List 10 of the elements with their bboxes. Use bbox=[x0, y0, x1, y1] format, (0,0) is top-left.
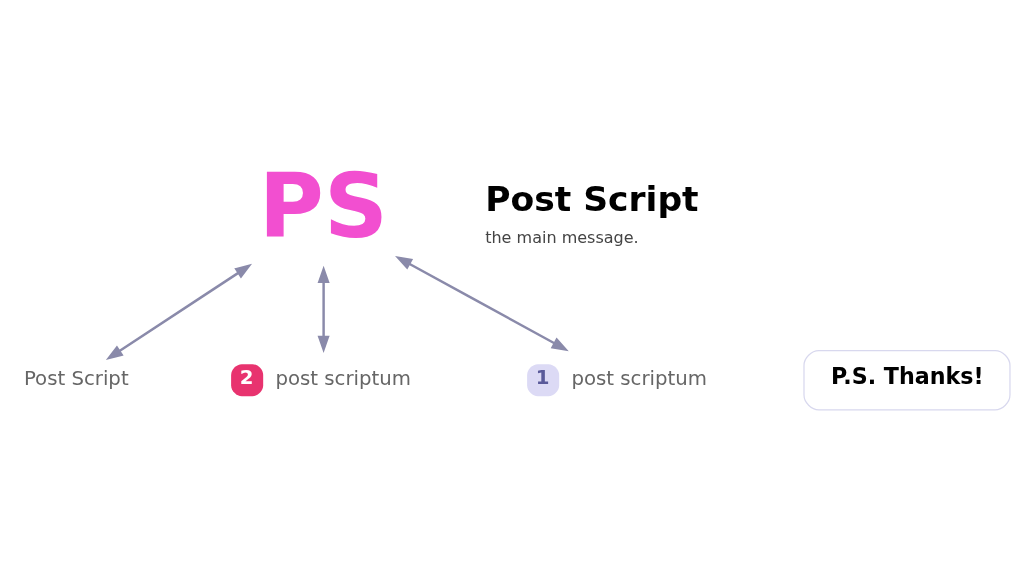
arrow bbox=[317, 265, 330, 353]
arrow bbox=[395, 255, 569, 351]
node-text: Post Script bbox=[23, 366, 129, 390]
node-label: post scriptum bbox=[275, 366, 412, 390]
node-label: post scriptum bbox=[571, 366, 708, 390]
label: Post Script bbox=[485, 178, 699, 219]
node-text: PS bbox=[258, 154, 388, 258]
label: the main message. bbox=[485, 227, 639, 247]
node-box: P.S. Thanks! bbox=[803, 349, 1011, 410]
arrow bbox=[105, 263, 253, 360]
